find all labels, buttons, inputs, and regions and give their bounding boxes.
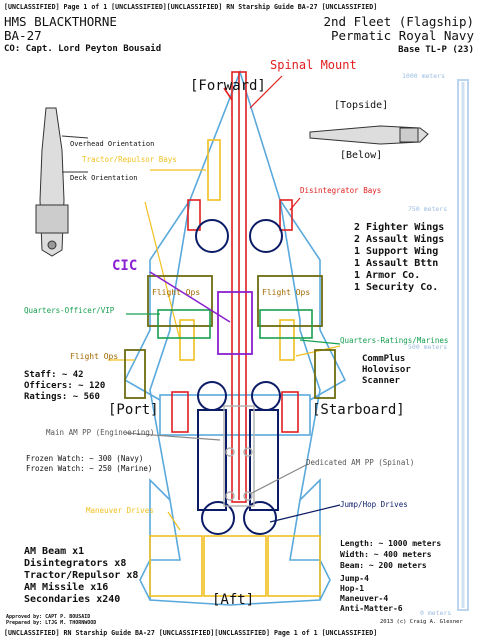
frozen-item: Frozen Watch: ~ 250 (Marine) — [26, 464, 153, 473]
scale-750: 750 meters — [408, 205, 448, 213]
electronics-item: CommPlus — [362, 354, 406, 364]
scale-0: 0 meters — [420, 609, 452, 617]
deck-orientation-label: Deck Orientation — [70, 174, 138, 182]
crew-item: Ratings: ~ 560 — [24, 392, 100, 402]
top-classification-banner: [UNCLASSIFIED] Page 1 of 1 [UNCLASSIFIED… — [4, 3, 378, 11]
weapon-item: AM Missile x16 — [24, 582, 109, 593]
label-flight-ops-left: Flight Ops — [152, 288, 201, 297]
label-disintegrator-bays: Disintegrator Bays — [300, 186, 382, 195]
weapon-item: Disintegrators x8 — [24, 558, 127, 569]
performance-item: Hop-1 — [340, 584, 365, 593]
spinal-mount — [171, 71, 299, 503]
jump-hop-drives — [195, 219, 283, 535]
dimension-item: Width: ~ 400 meters — [340, 550, 432, 559]
crew-item: Staff: ~ 42 — [24, 370, 84, 380]
cic-box — [217, 291, 253, 355]
ship-name: HMS BLACKTHORNE — [4, 14, 117, 29]
dimension-item: Length: ~ 1000 meters — [340, 539, 442, 548]
label-quarters-officer: Quarters-Officer/VIP — [24, 306, 115, 315]
overhead-orientation-label: Overhead Orientation — [70, 140, 155, 148]
commanding-officer: CO: Capt. Lord Peyton Bousaid — [4, 44, 162, 54]
label-jump-drives: Jump/Hop Drives — [340, 500, 408, 509]
scale-1000: 1000 meters — [402, 72, 446, 80]
label-quarters-ratings: Quarters-Ratings/Marines — [340, 336, 449, 345]
frozen-item: Frozen Watch: ~ 300 (Navy) — [26, 454, 144, 463]
unit-item: 2 Fighter Wings — [354, 222, 445, 233]
base-tech-level: Base TL-P (23) — [398, 45, 474, 55]
weapon-item: Tractor/Repulsor x8 — [24, 570, 139, 581]
label-cic: CIC — [112, 258, 138, 274]
performance-item: Maneuver-4 — [340, 594, 389, 603]
direction-forward: [Forward] — [190, 78, 266, 94]
weapons-list: AM Beam x1 Disintegrators x8 Tractor/Rep… — [24, 546, 138, 606]
unit-list: 2 Fighter Wings 2 Assault Wings 1 Suppor… — [354, 222, 444, 294]
dimension-item: Beam: ~ 200 meters — [340, 561, 427, 570]
bottom-classification-banner: [UNCLASSIFIED] RN Starship Guide BA-27 [… — [4, 629, 378, 637]
weapon-item: Secondaries x240 — [24, 594, 121, 605]
scale-bar — [457, 79, 469, 611]
direction-port: [Port] — [108, 402, 159, 418]
direction-below: [Below] — [340, 150, 383, 161]
performance-list: Jump-4 Hop-1 Maneuver-4 Anti-Matter-6 — [340, 574, 403, 614]
direction-topside: [Topside] — [334, 100, 389, 111]
electronics-item: Scanner — [362, 376, 400, 386]
label-flight-ops-right: Flight Ops — [262, 288, 311, 297]
label-flight-ops-side: Flight Ops — [70, 352, 119, 361]
unit-item: 1 Support Wing — [354, 246, 439, 257]
label-spinal-mount: Spinal Mount — [270, 58, 357, 72]
prepared-by: Prepared by: LTJG M. THORNWOOD — [6, 620, 97, 626]
label-dedicated-am-pp: Dedicated AM PP (Spinal) — [306, 458, 415, 467]
approved-by: Approved by: CAPT P. BOUSAID — [6, 614, 91, 620]
overhead-orientation-silhouette — [35, 107, 69, 257]
unit-item: 1 Assault Bttn — [354, 258, 439, 269]
frozen-watch-list: Frozen Watch: ~ 300 (Navy) Frozen Watch:… — [26, 454, 152, 474]
label-main-am-pp: Main AM PP (Engineering) — [46, 428, 155, 437]
crew-item: Officers: ~ 120 — [24, 381, 106, 391]
unit-item: 1 Armor Co. — [354, 270, 421, 281]
ship-designation: BA-27 — [4, 28, 42, 43]
performance-item: Anti-Matter-6 — [340, 604, 403, 613]
quarters — [157, 309, 313, 339]
flight-ops-bays — [124, 275, 336, 399]
direction-aft: [Aft] — [212, 592, 255, 608]
topside-silhouette — [309, 125, 429, 145]
unit-item: 2 Assault Wings — [354, 234, 445, 245]
tractor-repulsor-bays — [149, 139, 321, 597]
hull-outline — [123, 69, 347, 606]
label-maneuver-drives: Maneuver Drives — [86, 506, 154, 515]
electronics-list: CommPlus Holovisor Scanner — [362, 354, 411, 387]
direction-starboard: [Starboard] — [312, 402, 405, 418]
scale-500: 500 meters — [408, 343, 448, 351]
performance-item: Jump-4 — [340, 574, 369, 583]
dimensions-list: Length: ~ 1000 meters Width: ~ 400 meter… — [340, 538, 441, 571]
electronics-item: Holovisor — [362, 365, 411, 375]
navy-name: Permatic Royal Navy — [331, 28, 474, 43]
crew-list: Staff: ~ 42 Officers: ~ 120 Ratings: ~ 5… — [24, 370, 105, 403]
main-am-power-plant — [223, 405, 255, 507]
unit-item: 1 Security Co. — [354, 282, 439, 293]
label-tractor-bays: Tractor/Repulsor Bays — [82, 155, 177, 164]
copyright: 2013 (c) Craig A. Glesner — [380, 619, 463, 625]
fleet-assignment: 2nd Fleet (Flagship) — [323, 14, 474, 29]
weapon-item: AM Beam x1 — [24, 546, 85, 557]
